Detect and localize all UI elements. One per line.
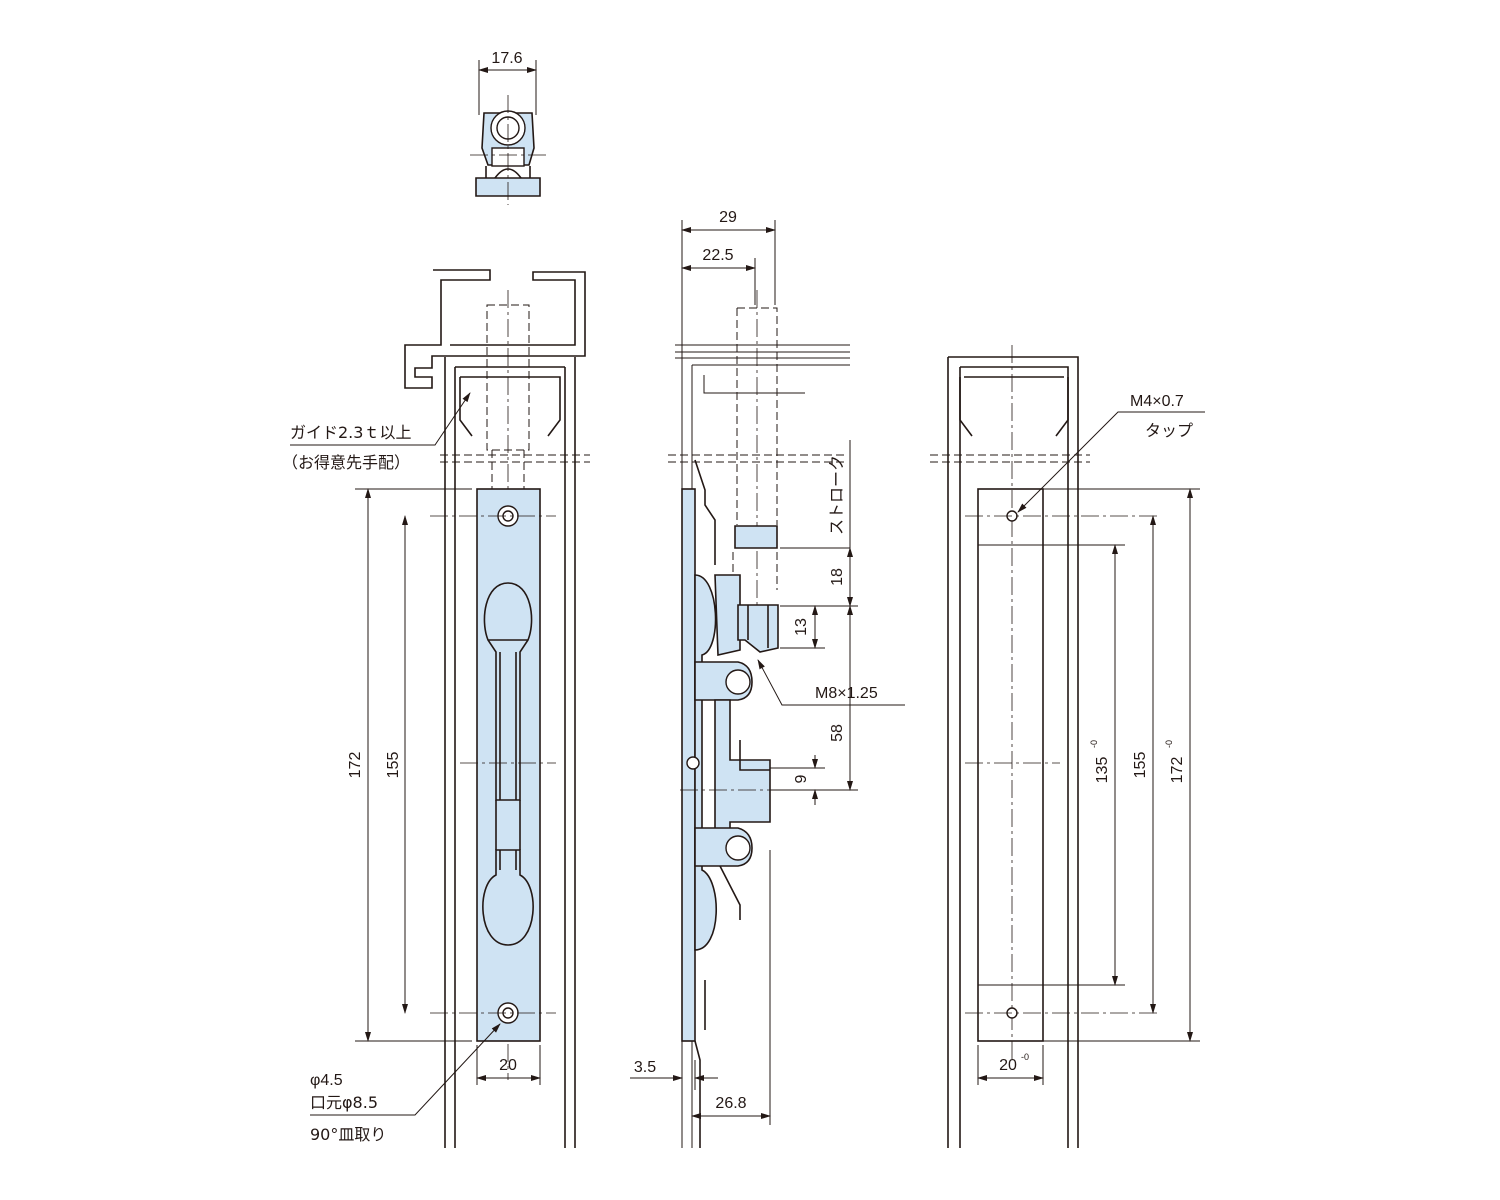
- side-dim-9: 9: [793, 774, 810, 783]
- front-dim-155: 155: [385, 752, 402, 779]
- guide-note-line2: （お得意先手配）: [282, 453, 410, 472]
- front-dim-width: 20: [499, 1057, 517, 1074]
- side-view: 29 22.5: [630, 209, 905, 1148]
- hole-note-line3: 90°皿取り: [310, 1125, 386, 1144]
- guide-note-line1: ガイド2.3ｔ以上: [290, 423, 411, 442]
- front-view: 172 155 20 ガイド2.3ｔ以上 （お得意先手配） φ4.5 口元φ8.…: [282, 269, 590, 1148]
- side-dim-18: 18: [829, 568, 846, 586]
- side-dim-58: 58: [829, 724, 846, 742]
- tap-note-line1: M4×0.7: [1130, 393, 1184, 410]
- hole-note-line2: 口元φ8.5: [310, 1093, 378, 1112]
- top-width-dim: 17.6: [491, 50, 522, 67]
- back-dim-172: 172: [1169, 757, 1186, 784]
- front-dim-172: 172: [347, 752, 364, 779]
- side-dim-22-5: 22.5: [702, 247, 733, 264]
- top-view: 17.6: [470, 50, 548, 205]
- back-tol-20: -0: [1021, 1052, 1029, 1062]
- hole-note-line1: φ4.5: [310, 1072, 343, 1089]
- side-dim-3-5: 3.5: [634, 1059, 656, 1076]
- back-dim-135: 135: [1094, 757, 1111, 784]
- back-dim-155: 155: [1132, 752, 1149, 779]
- side-dim-29: 29: [719, 209, 737, 226]
- back-plate: [977, 488, 1044, 1042]
- side-dim-26-8: 26.8: [715, 1095, 746, 1112]
- stroke-label: ストローク: [827, 455, 846, 535]
- side-dim-13: 13: [793, 618, 810, 636]
- tap-note-line2: タップ: [1145, 421, 1193, 440]
- back-view: 135 -0 155 172 -0 20 -0 M4×0.7 タップ: [930, 345, 1205, 1148]
- back-dim-20: 20: [999, 1057, 1017, 1074]
- back-tol-172: -0: [1164, 740, 1174, 748]
- thread-label: M8×1.25: [815, 685, 878, 702]
- back-tol-135: -0: [1089, 740, 1099, 748]
